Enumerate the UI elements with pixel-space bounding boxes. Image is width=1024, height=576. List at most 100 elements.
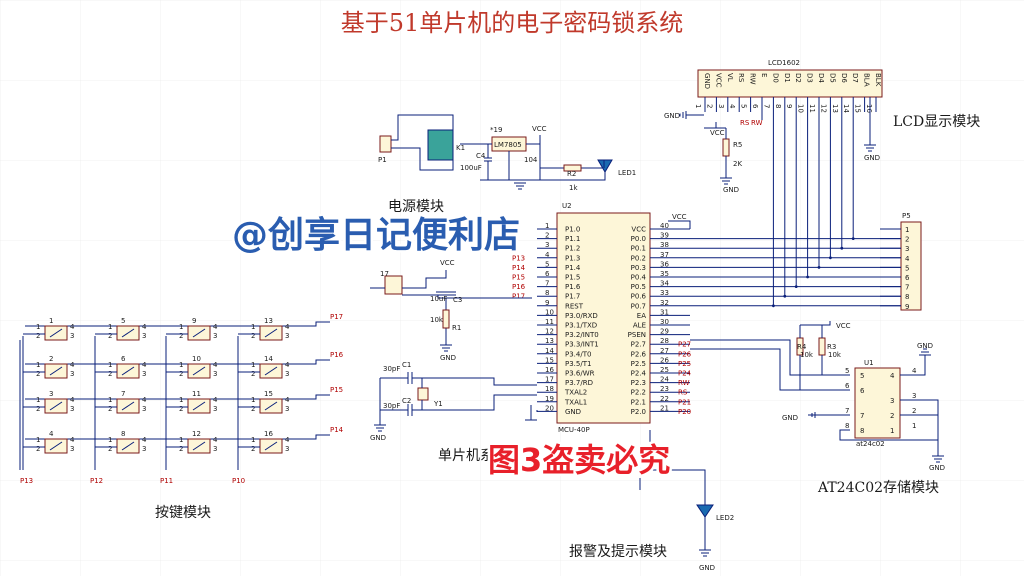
lcd-pin-name: BLA	[863, 73, 871, 87]
y1-crystal	[417, 387, 429, 401]
keypad-key-pin4: 4	[142, 323, 147, 331]
lcd1602-block: LCD1602 GND1VCC2VL3RS4RW5E6D07D18D29D310…	[664, 59, 980, 194]
u1-label: U1	[864, 359, 874, 367]
mcu-left-pin-name: P1.3	[565, 254, 580, 262]
mcu-left-pin-name: P1.4	[565, 264, 581, 272]
keypad-key-pin2: 2	[179, 332, 183, 340]
keypad-key-pin2: 2	[108, 332, 112, 340]
keypad-key-label: 12	[192, 430, 201, 438]
mcu-right-pin-number: 27	[660, 347, 669, 355]
lcd-module-label: LCD显示模块	[893, 114, 980, 130]
keypad-key-contact	[49, 366, 63, 376]
eeprom-gnd-symbol	[932, 455, 944, 463]
keypad-key-contact	[49, 441, 63, 451]
mcu-left-pin-number: 18	[545, 385, 554, 393]
r5-gnd-label: GND	[723, 186, 739, 194]
mcu-left-pin-number: 7	[545, 280, 549, 288]
r3-resistor	[818, 337, 826, 356]
mcu-left-pin-number: 4	[545, 251, 550, 259]
p1-connector	[379, 135, 392, 153]
lcd-gnd-label: GND	[664, 112, 680, 120]
keypad-key-label: 4	[49, 430, 54, 438]
eeprom-gnd3-label: GND	[917, 342, 933, 350]
lcd-pin-number: 10	[797, 104, 805, 113]
mcu-right-net-label: P20	[678, 408, 691, 416]
keypad-key-contact	[192, 401, 206, 411]
lcd1602-body	[697, 69, 883, 98]
keypad-key-contact	[192, 328, 206, 338]
keypad-key-pin2: 2	[36, 405, 40, 413]
r1-resistor	[442, 309, 450, 329]
lcd-pin-number: 4	[728, 104, 736, 109]
mcu-right-pin-number: 24	[660, 376, 669, 384]
lm7805-ref: *19	[490, 126, 502, 134]
mcu-left-pin-number: 12	[545, 328, 554, 336]
keypad-key-pin3: 3	[142, 405, 146, 413]
keypad-key-contact	[264, 441, 278, 451]
alarm-block: LS LED2 GND 报警及提示模块	[569, 430, 734, 572]
lcd-pin-name: VL	[726, 73, 734, 82]
lcd-pin-number: 1	[694, 104, 702, 108]
mcu-left-pin-name: P3.3/INT1	[565, 341, 599, 349]
keypad-key-pin3: 3	[213, 405, 217, 413]
mcu-right-net-label: RW	[678, 379, 690, 387]
keypad-key-pin1: 1	[108, 396, 112, 404]
keypad-key-pin3: 3	[285, 332, 289, 340]
mcu-right-pin-name: P2.7	[631, 341, 646, 349]
s17-switch	[384, 275, 403, 295]
c2-value: 30pF	[383, 402, 400, 410]
mcu-right-pin-number: 25	[660, 366, 669, 374]
lcd-pin-number: 13	[831, 104, 839, 113]
keypad-key-pin2: 2	[251, 405, 255, 413]
keypad-key-pin4: 4	[285, 436, 290, 444]
lcd-pin-number: 11	[808, 104, 816, 113]
keypad-key-pin4: 4	[70, 396, 75, 404]
r5-resistor	[722, 138, 730, 157]
keypad-key-contact	[49, 328, 63, 338]
p5-label: P5	[902, 212, 911, 220]
eeprom-gnd-label: GND	[782, 414, 798, 422]
keypad-key-pin3: 3	[70, 332, 74, 340]
mcu-right-pin-name: P0.0	[631, 235, 646, 243]
lcd-gnd-symbol	[679, 111, 704, 119]
mcu-right-pin-number: 23	[660, 385, 669, 393]
mcu-right-pin-number: 21	[660, 404, 669, 412]
c3-value: 10uF	[430, 295, 447, 303]
lcd-pin-name: D5	[828, 73, 836, 83]
lcd-pin-name: D2	[794, 73, 802, 83]
mcu-left-net-label: P16	[512, 283, 526, 291]
keypad-key-pin3: 3	[70, 445, 74, 453]
crystal-block: C1 30pF C2 30pF Y1 GND	[370, 361, 537, 442]
mcu-vcc-wire	[668, 220, 691, 229]
keypad-row-wire	[25, 321, 330, 327]
keypad-key-contact	[192, 441, 206, 451]
keypad-key-pin3: 3	[285, 370, 289, 378]
lcd-pin-number: 14	[842, 104, 850, 113]
eeprom-wiring	[690, 321, 939, 456]
power-module-label: 电源模块	[388, 199, 444, 215]
keypad-row-wire	[25, 434, 330, 440]
schematic-title: 基于51单片机的电子密码锁系统	[341, 9, 684, 37]
bus-junction	[772, 304, 775, 308]
mcu-right-pin-name: P0.1	[631, 245, 646, 253]
p5-body	[900, 221, 922, 311]
keypad-row-wire	[25, 359, 330, 365]
keypad-key-pin2: 2	[108, 445, 112, 453]
mcu-right-net-label: P21	[678, 398, 691, 406]
lcd-pin-number: 7	[762, 104, 770, 108]
eeprom-left-pin-number: 6	[845, 382, 850, 390]
mcu-left-pin-number: 2	[545, 232, 549, 240]
keypad-key-label: 3	[49, 390, 53, 398]
keypad-key-pin1: 1	[179, 361, 183, 369]
p5-pin-number: 2	[905, 236, 909, 244]
bus-junction	[840, 246, 844, 250]
k1-switch	[427, 129, 454, 161]
mcu-right-net-label: P27	[678, 341, 691, 349]
keypad-row-wire	[25, 394, 330, 400]
mcu-left-pin-number: 20	[545, 404, 554, 412]
lcd-pin-name: BLK	[874, 73, 882, 87]
mcu-right-pin-number: 40	[660, 222, 669, 230]
keypad-key-pin3: 3	[213, 370, 217, 378]
keypad-key-label: 6	[121, 355, 126, 363]
